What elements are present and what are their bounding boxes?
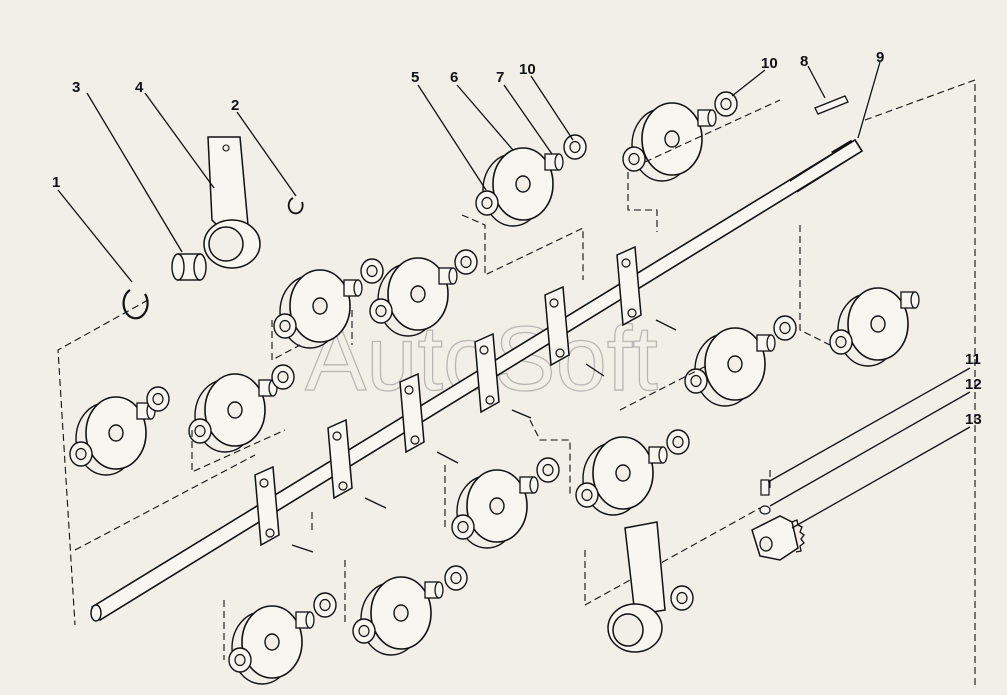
callout-3: 3: [72, 79, 80, 96]
leader-lines: [57, 61, 971, 529]
callout-7: 7: [496, 69, 504, 86]
part-4-lever: [203, 136, 261, 269]
callout-13: 13: [965, 411, 982, 428]
callout-6: 6: [450, 69, 458, 86]
parts-11-13-bolt-washer-gear: [751, 479, 805, 561]
cotter-pins: [291, 319, 677, 553]
callout-1: 1: [52, 174, 60, 191]
callout-8: 8: [800, 53, 808, 70]
lower-lever: [607, 521, 694, 653]
callout-10-left: 10: [519, 61, 536, 78]
callout-4: 4: [135, 79, 144, 96]
alignment-lines: [57, 79, 976, 685]
callout-labels: 1 3 4 2 5 6 7 10 10 8 9 11 12 13: [52, 49, 982, 428]
callout-12: 12: [965, 376, 982, 393]
part-1-snap-ring: [122, 289, 149, 320]
callout-9: 9: [876, 49, 884, 66]
callout-10-right: 10: [761, 55, 778, 72]
callout-5: 5: [411, 69, 419, 86]
callout-11: 11: [965, 351, 981, 368]
main-shaft: [90, 138, 864, 622]
part-2-circlip: [287, 197, 304, 215]
part-3-bushing: [171, 253, 207, 281]
part-8-key: [814, 95, 849, 115]
callout-2: 2: [231, 97, 239, 114]
